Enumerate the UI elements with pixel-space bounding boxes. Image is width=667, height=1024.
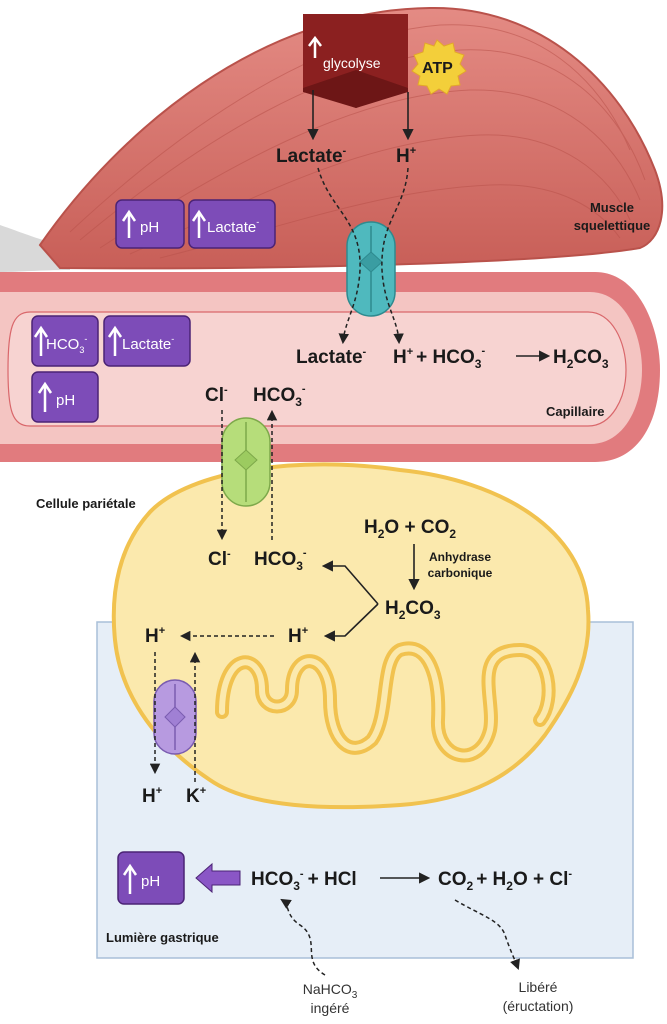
split-to-hco3 [321, 560, 379, 605]
svg-text:pH: pH [140, 219, 159, 236]
released-label-2: (éructation) [503, 998, 574, 1014]
muscle-region-label-2: squelettique [574, 218, 651, 233]
capillary-lumen [7, 311, 627, 427]
svg-text:HCO3-: HCO3- [46, 334, 87, 355]
parietal-h-inner: H+ [288, 625, 308, 647]
enzyme-label: Anhydrase [429, 550, 491, 564]
pump-h: H+ [142, 785, 162, 807]
badge-capillary-lactate: Lactate- [103, 315, 191, 367]
muscle-h: H+ [396, 145, 416, 167]
svg-text:pH: pH [56, 392, 75, 409]
capillary-lactate: Lactate- [296, 346, 367, 368]
badge-capillary-ph: pH [31, 371, 99, 423]
parietal-capillary-transporter [221, 417, 271, 507]
lumen-products: CO2+ H2O + Cl- [438, 868, 572, 893]
ingested-label-2: ingéré [311, 1000, 350, 1016]
capillary-h2co3: H2CO3 [553, 347, 609, 371]
parietal-hco3: HCO3- [254, 547, 307, 573]
svg-text:Lactate-: Lactate- [207, 217, 259, 236]
proton-pump [153, 679, 197, 755]
badge-lumen-ph: pH [117, 851, 185, 905]
enzyme-label-2: carbonique [428, 566, 493, 580]
badge-muscle-lactate: Lactate- [188, 199, 276, 249]
muscle-capillary-transporter [346, 221, 396, 317]
glycolysis-notch [303, 70, 408, 108]
glycolysis-up-icon [308, 35, 322, 58]
parietal-region-label: Cellule pariétale [36, 496, 136, 511]
split-to-h [323, 603, 379, 642]
lactate-transport-path [317, 167, 361, 345]
released-path [454, 899, 520, 970]
lumen-big-arrow [195, 862, 241, 894]
released-label: Libéré [519, 979, 558, 995]
canaliculus-folds-inner [219, 645, 552, 759]
badge-capillary-hco3: HCO3- [31, 315, 99, 367]
lumen-region-label: Lumière gastrique [106, 930, 219, 945]
muscle-lactate: Lactate- [276, 145, 347, 167]
capillary-cl: Cl- [205, 384, 228, 406]
capillary-region-label: Capillaire [546, 404, 605, 419]
ingested-label: NaHCO3 [303, 981, 358, 1001]
parietal-h2co3: H2CO3 [385, 598, 441, 622]
pump-k: K+ [186, 785, 206, 807]
ingested-path [280, 898, 326, 976]
atp-label: ATP [422, 60, 453, 77]
capillary-hco3: HCO3- [253, 383, 306, 409]
svg-text:pH: pH [141, 873, 160, 890]
svg-text:Lactate-: Lactate- [122, 334, 174, 353]
capillary-equation: H++ HCO3- [393, 345, 485, 371]
muscle-region-label: Muscle [590, 200, 634, 215]
parietal-cl: Cl- [208, 548, 231, 570]
atp-burst [411, 39, 467, 95]
lumen-reactants: HCO3-+ HCl [251, 868, 357, 893]
parietal-h-left: H+ [145, 625, 165, 647]
parietal-cell [111, 462, 591, 810]
glycolysis-label: glycolyse [323, 55, 381, 71]
badge-muscle-ph: pH [115, 199, 185, 249]
parietal-reactants: H2O + CO2 [364, 517, 456, 541]
h-transport-path [381, 167, 409, 345]
